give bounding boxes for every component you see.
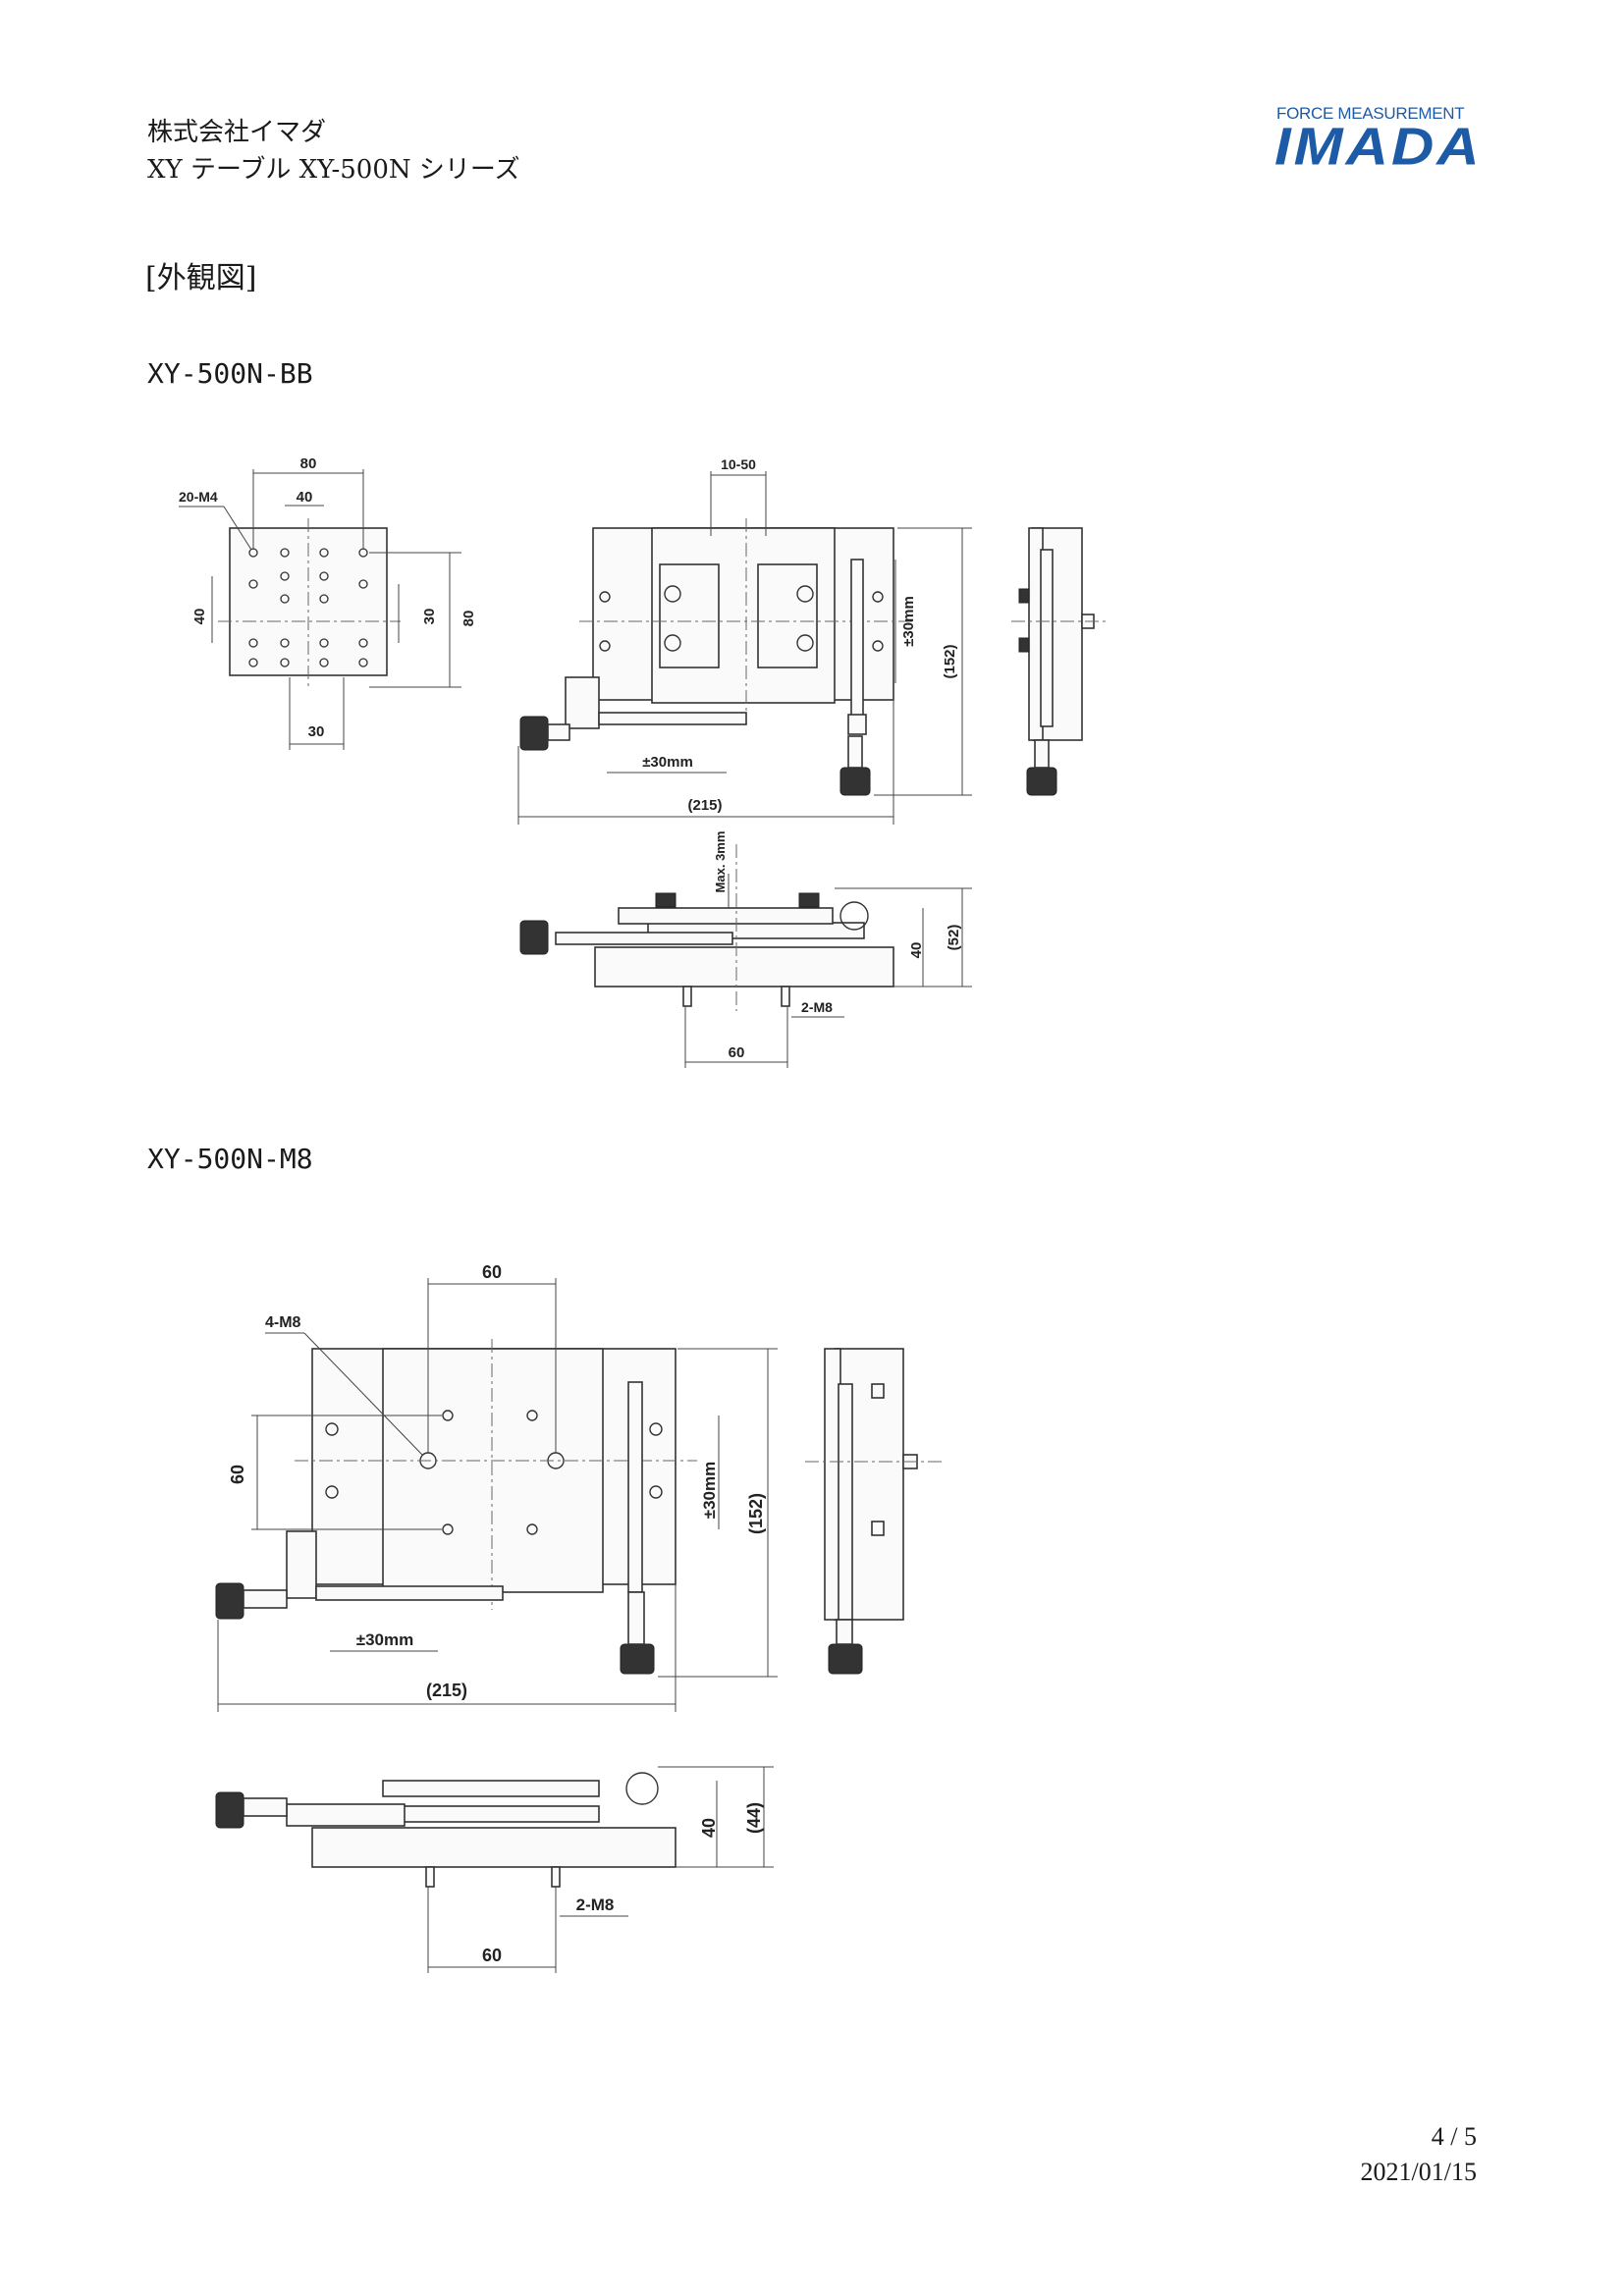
bb-dim-40-left: 40	[191, 609, 208, 625]
bb-dim-80-top: 80	[300, 455, 317, 472]
bb-dim-152: (152)	[942, 644, 958, 678]
company-name: 株式会社イマダ	[147, 118, 327, 147]
m8-dim-40: 40	[699, 1818, 719, 1838]
bb-max-3mm: Max. 3mm	[713, 831, 728, 893]
model-1-name: XY-500N-BB	[147, 357, 313, 390]
logo-tagline: FORCE MEASUREMENT	[1276, 104, 1465, 123]
bb-dim-10-50: 10-50	[721, 456, 756, 472]
logo-brand: IMADA	[1274, 116, 1483, 177]
m8-stroke-x: ±30mm	[356, 1630, 413, 1649]
m8-dim-215: (215)	[426, 1681, 467, 1700]
bb-dim-40: 40	[908, 942, 925, 959]
bb-dim-215: (215)	[687, 797, 722, 814]
bb-hole-callout: 20-M4	[179, 489, 218, 505]
m8-stroke-y: ±30mm	[700, 1462, 719, 1519]
bb-top-plate-view: 80 40 20-M4 40 30 80 30	[179, 455, 477, 750]
bb-dim-80-right: 80	[460, 611, 477, 627]
bb-dim-30-right: 30	[421, 609, 438, 625]
bb-front-view: Max. 3mm 40 (52) 60 2-M8	[519, 831, 972, 1068]
bb-dim-60: 60	[729, 1044, 745, 1061]
bb-dim-30-bottom: 30	[308, 723, 325, 740]
bb-stage-top-view: 10-50 ±30mm ±30mm (152) (215)	[517, 456, 972, 825]
m8-side-view	[805, 1348, 943, 1675]
product-line: XY テーブル XY-500N シリーズ	[147, 155, 520, 185]
bb-dim-52: (52)	[946, 925, 962, 951]
m8-dim-60-left: 60	[228, 1465, 247, 1484]
m8-stage-top-view: 60 4-M8 60 ±30mm (152) ±30mm (215)	[215, 1262, 778, 1712]
m8-dim-44: (44)	[744, 1802, 764, 1834]
bb-stroke-y: ±30mm	[900, 596, 917, 647]
m8-dim-60: 60	[482, 1946, 502, 1965]
drawing-xy-500n-m8: 60 4-M8 60 ±30mm (152) ±30mm (215)	[215, 1262, 943, 1973]
m8-hole-callout: 4-M8	[265, 1314, 301, 1331]
bb-stroke-x: ±30mm	[642, 754, 693, 771]
section-title: [外観図]	[145, 261, 257, 295]
m8-front-view: 40 (44) 60 2-M8	[215, 1766, 774, 1973]
document-date: 2021/01/15	[1360, 2158, 1477, 2186]
m8-dim-152: (152)	[746, 1493, 766, 1534]
drawing-xy-500n-bb: 80 40 20-M4 40 30 80 30	[179, 455, 1110, 1068]
page-number: 4 / 5	[1431, 2122, 1477, 2151]
m8-dim-60-top: 60	[482, 1262, 502, 1282]
m8-m8-callout: 2-M8	[576, 1896, 615, 1914]
model-2-name: XY-500N-M8	[147, 1143, 313, 1175]
imada-logo: FORCE MEASUREMENT IMADA	[1274, 104, 1490, 183]
bb-side-view	[1011, 527, 1110, 796]
bb-m8-callout: 2-M8	[801, 999, 833, 1015]
bb-dim-40-top: 40	[297, 489, 313, 506]
